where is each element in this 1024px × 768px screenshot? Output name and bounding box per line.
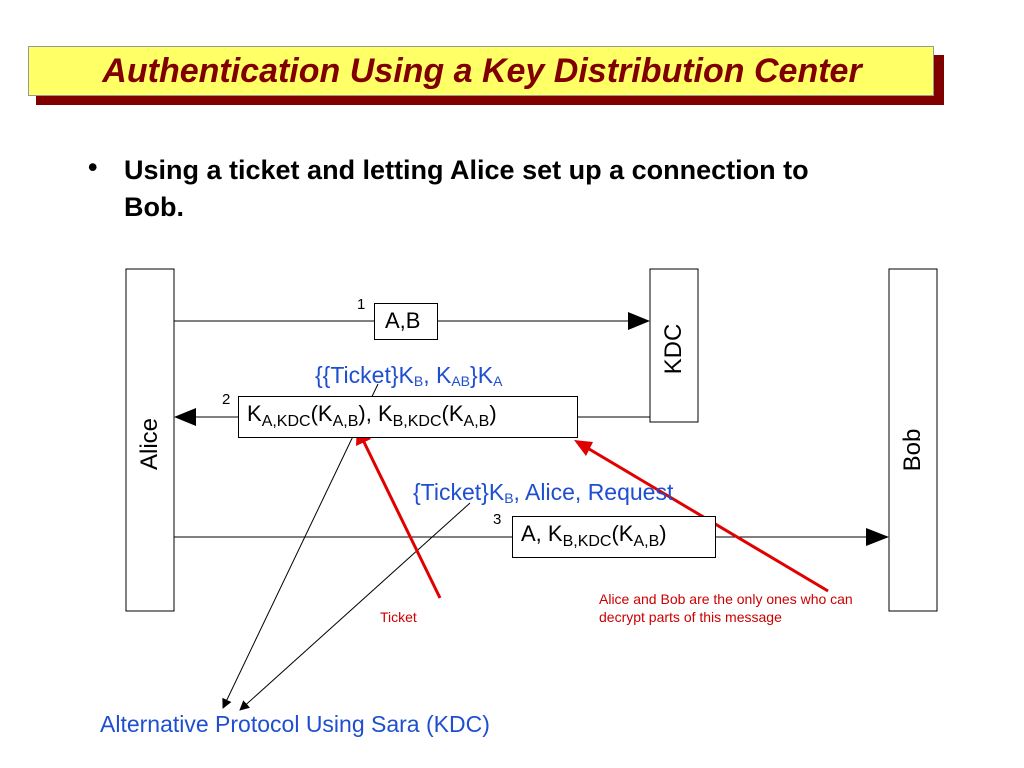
alice-label: Alice: [136, 417, 163, 471]
blue1-sub1: B: [413, 373, 424, 389]
kdc-lane: [649, 268, 699, 423]
blue1-c: }K: [470, 362, 494, 388]
decrypt-note: Alice and Bob are the only ones who can …: [599, 591, 853, 625]
blue1-sub3: A: [493, 373, 503, 389]
ticket-note: Ticket: [380, 609, 417, 625]
msg2-p1: (K: [310, 401, 333, 426]
kdc-label: KDC: [660, 323, 687, 375]
blue2-b: , Alice, Request: [513, 479, 674, 505]
msg3-sub1: B,KDC: [562, 533, 612, 550]
pointer-line-2: [239, 502, 471, 711]
blue1-sub2: AB: [451, 373, 471, 389]
message-3-box: A, KB,KDC(KA,B): [512, 516, 716, 558]
ticket-arrow: [360, 437, 442, 599]
message-1-arrowhead: [628, 312, 650, 330]
message-2-box: KA,KDC(KA,B), KB,KDC(KA,B): [238, 396, 578, 438]
msg3-p1: (K: [611, 521, 634, 546]
bob-lane: [888, 268, 938, 612]
decrypt-arrowhead: [574, 440, 593, 456]
msg2-p2: ), K: [358, 401, 393, 426]
msg2-sub4: A,B: [463, 413, 490, 430]
title-box: Authentication Using a Key Distribution …: [28, 46, 934, 96]
bullet-text: Using a ticket and letting Alice set up …: [124, 155, 809, 222]
slide-title: Authentication Using a Key Distribution …: [102, 52, 862, 90]
msg2-sub1: A,KDC: [261, 413, 311, 430]
ticket-request-label: {Ticket}KB, Alice, Request: [413, 479, 673, 506]
msg2-sub2: A,B: [332, 413, 359, 430]
msg3-a: A, K: [521, 521, 563, 546]
alternative-protocol-label: Alternative Protocol Using Sara (KDC): [100, 711, 490, 737]
message-3-arrowhead: [866, 528, 889, 546]
msg3-p2: ): [659, 521, 667, 546]
blue2-a: {Ticket}K: [413, 479, 505, 505]
step-number-2: 2: [222, 391, 231, 408]
msg2-p4: ): [489, 401, 497, 426]
bob-label: Bob: [899, 428, 926, 472]
step-number-1: 1: [357, 296, 366, 313]
msg2-sub3: B,KDC: [392, 413, 442, 430]
blue1-b: , K: [423, 362, 452, 388]
alice-lane: [125, 268, 175, 612]
blue1-a: {{Ticket}K: [315, 362, 414, 388]
msg3-sub2: A,B: [633, 533, 660, 550]
pointer-line-1: [222, 383, 379, 709]
ticket-kab-label: {{Ticket}KB, KAB}KA: [315, 362, 502, 389]
bullet-marker: •: [88, 152, 98, 182]
blue2-sub1: B: [504, 490, 514, 506]
step-number-3: 3: [493, 511, 502, 528]
msg2-p3: (K: [441, 401, 464, 426]
msg2-k1: K: [247, 401, 262, 426]
message-1-box: A,B: [374, 303, 438, 340]
message-2-arrowhead: [174, 408, 196, 426]
